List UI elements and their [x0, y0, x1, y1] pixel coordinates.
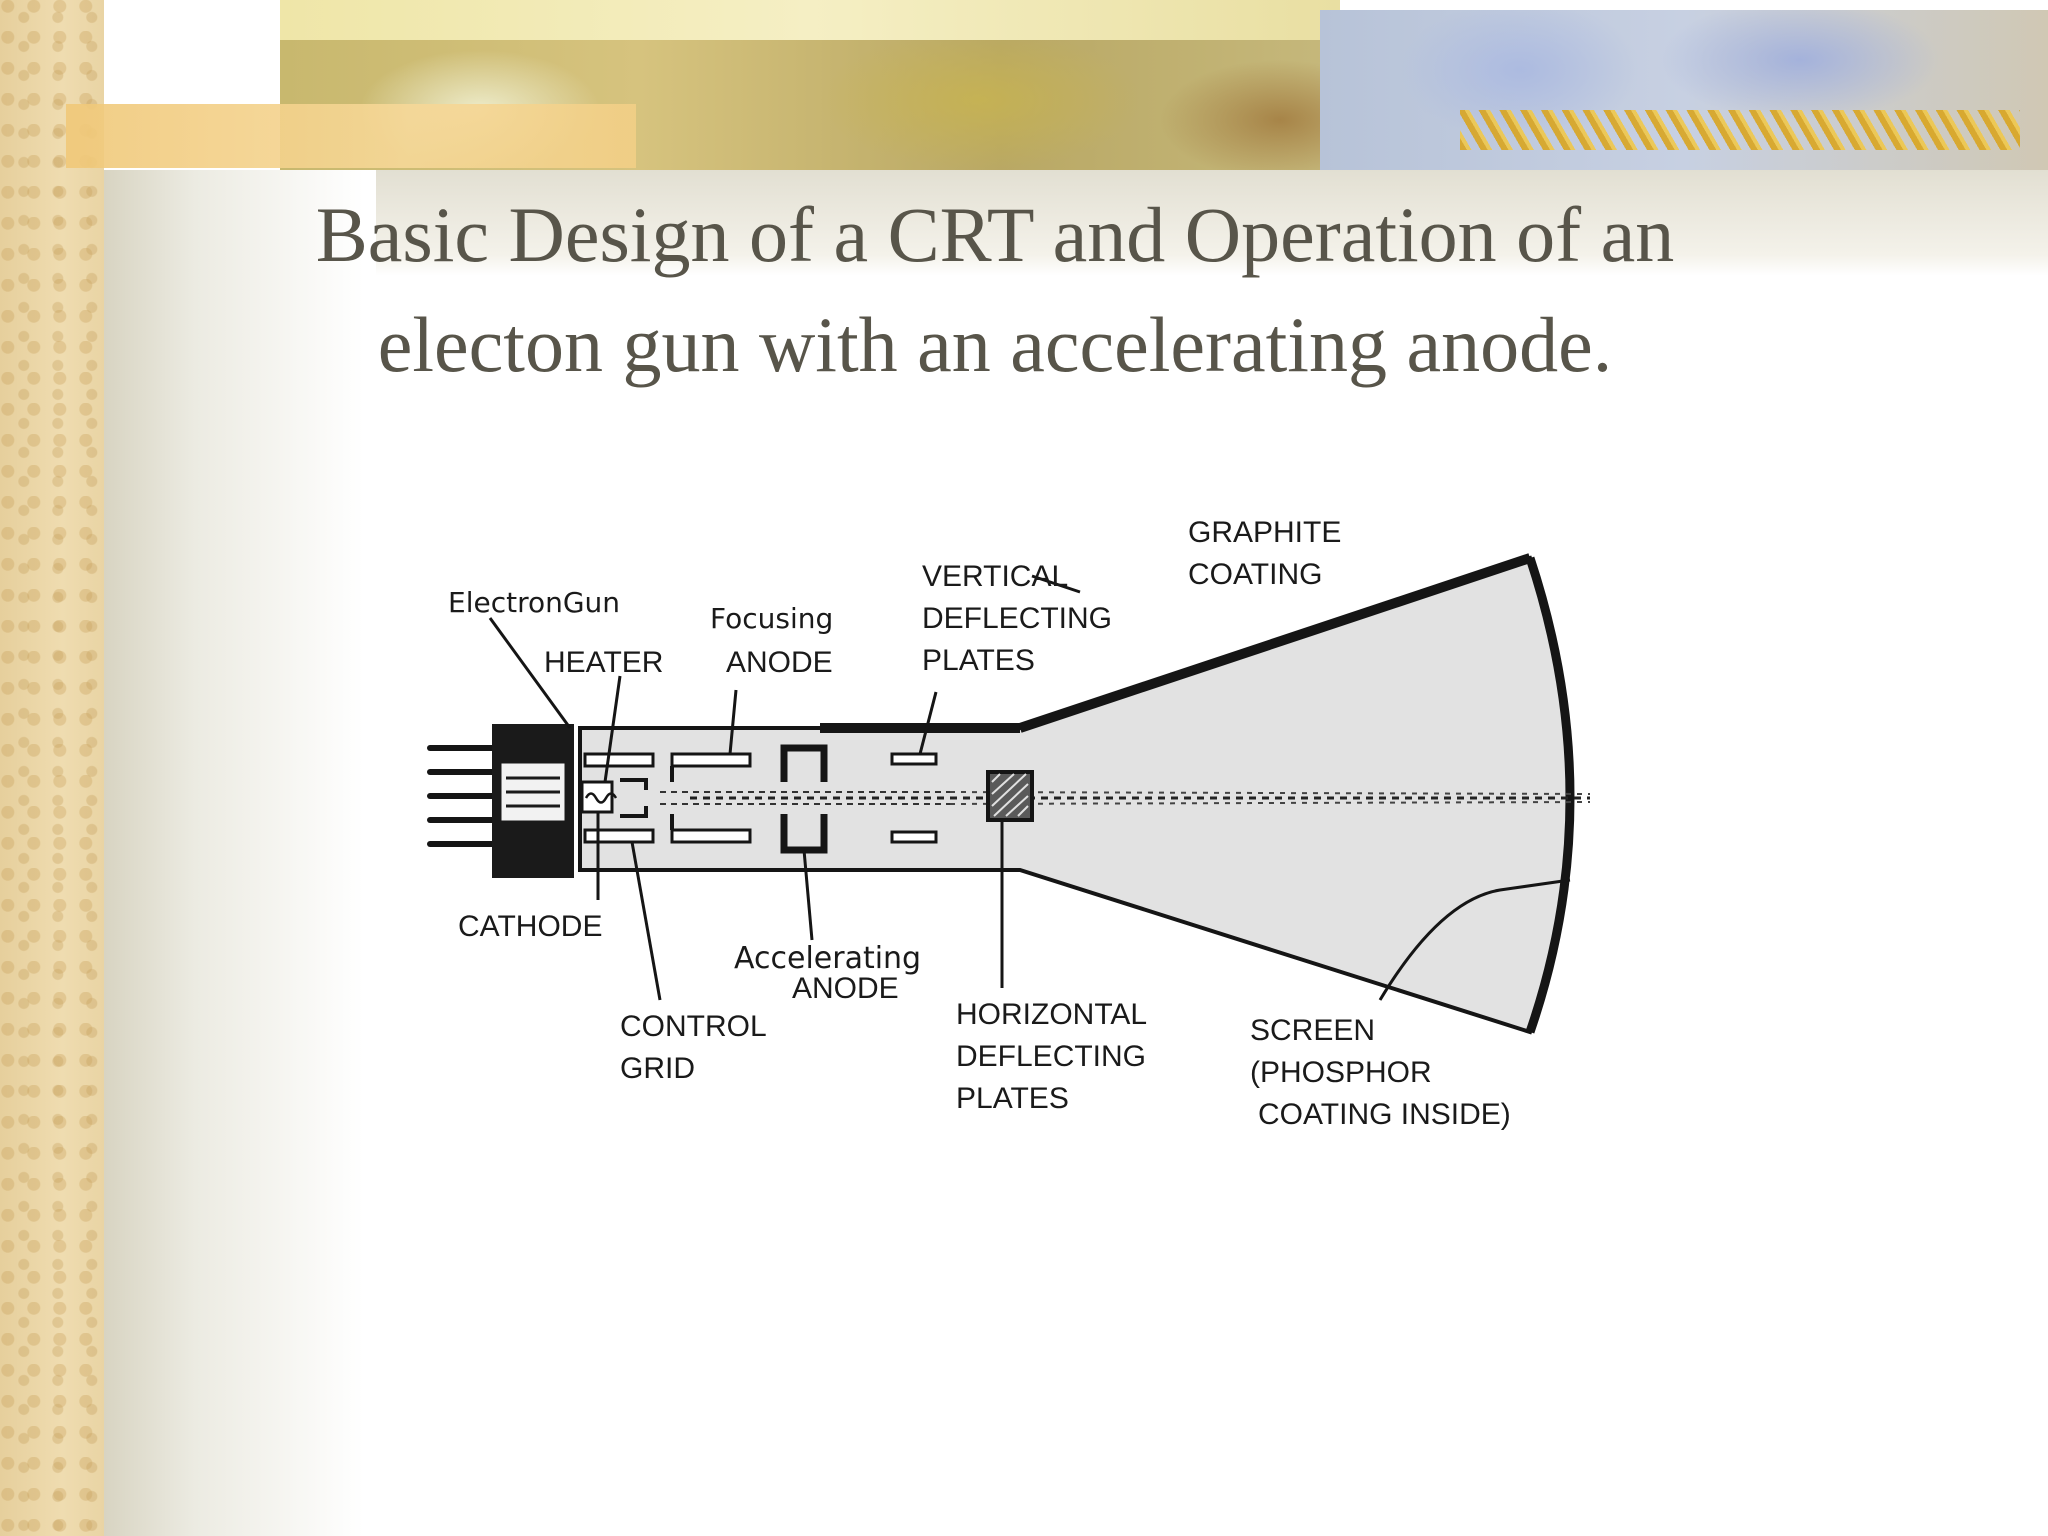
electron-gun-label: ElectronGun — [448, 586, 620, 619]
accelerating-label: Accelerating — [734, 941, 921, 976]
electron-beam-outer-upper — [949, 791, 1591, 795]
leader-screen — [1378, 878, 1571, 1001]
leader-electron-gun — [488, 617, 572, 729]
horizontal-plates-label-3: PLATES — [956, 1082, 1069, 1115]
focusing-label: Focusing — [710, 602, 833, 635]
top-banner — [280, 0, 2048, 170]
accelerating-anode-label: ANODE — [792, 972, 899, 1005]
horizontal-plates-label-2: DEFLECTING — [956, 1040, 1146, 1073]
focusing-anode-label: ANODE — [726, 646, 833, 679]
slide-title-line-2: electon gun with an accelerating anode. — [377, 301, 1613, 388]
crt-diagram: ElectronGun HEATER Focusing ANODE VERTIC… — [427, 516, 1591, 1131]
banner-strip-top — [280, 0, 1340, 44]
banner-wheat — [1460, 110, 2020, 150]
banner-shadow — [376, 170, 2048, 276]
graphite-coating-label-2: COATING — [1188, 558, 1322, 591]
slide-title: Basic Design of a CRT and Operation of a… — [150, 180, 1840, 400]
control-grid-label-2: GRID — [620, 1052, 695, 1085]
vertical-deflecting-plate-bottom — [890, 830, 938, 844]
vertical-plates-label-3: PLATES — [922, 644, 1035, 677]
heater-coil — [584, 792, 618, 804]
screen-label-2: (PHOSPHOR — [1250, 1056, 1432, 1089]
leader-heater — [603, 675, 622, 783]
graphite-coating-label-1: GRAPHITE — [1188, 516, 1341, 549]
phosphor-screen — [1525, 556, 1575, 1034]
leader-lines — [488, 574, 1571, 1001]
left-texture-strip — [0, 0, 104, 1536]
banner-orange-bar — [66, 104, 636, 168]
electron-beam-outer-lower — [949, 801, 1591, 805]
leader-vertical-plates — [918, 691, 938, 755]
accelerating-anode-top — [780, 744, 828, 782]
vertical-plates-label-1: VERTICAL — [922, 560, 1068, 593]
focusing-anode-bottom — [670, 828, 752, 844]
screen-label-3: COATING INSIDE) — [1258, 1098, 1511, 1131]
control-grid-label-1: CONTROL — [620, 1010, 767, 1043]
leader-control-grid — [630, 841, 662, 1001]
leader-graphite-coating — [1031, 574, 1081, 594]
control-grid-top — [583, 752, 655, 768]
leader-focusing-anode — [728, 689, 738, 755]
base-pins — [427, 745, 503, 847]
control-grid-cup — [620, 778, 648, 818]
vertical-deflecting-plate-top — [890, 752, 938, 766]
graphite-coating-cone — [1018, 553, 1532, 733]
vertical-plates-label-2: DEFLECTING — [922, 602, 1112, 635]
horizontal-deflecting-plates-hatch — [991, 773, 1029, 817]
cathode-label: CATHODE — [458, 910, 602, 943]
slide-title-line-1: Basic Design of a CRT and Operation of a… — [315, 191, 1675, 278]
heater-label: HEATER — [544, 646, 663, 679]
leader-accelerating-anode — [802, 849, 814, 941]
screen-label-1: SCREEN — [1250, 1014, 1375, 1047]
horizontal-plates-label-1: HORIZONTAL — [956, 998, 1147, 1031]
left-fade-band — [104, 170, 364, 1536]
control-grid-bottom — [583, 828, 655, 844]
focusing-anode-top — [670, 752, 752, 768]
